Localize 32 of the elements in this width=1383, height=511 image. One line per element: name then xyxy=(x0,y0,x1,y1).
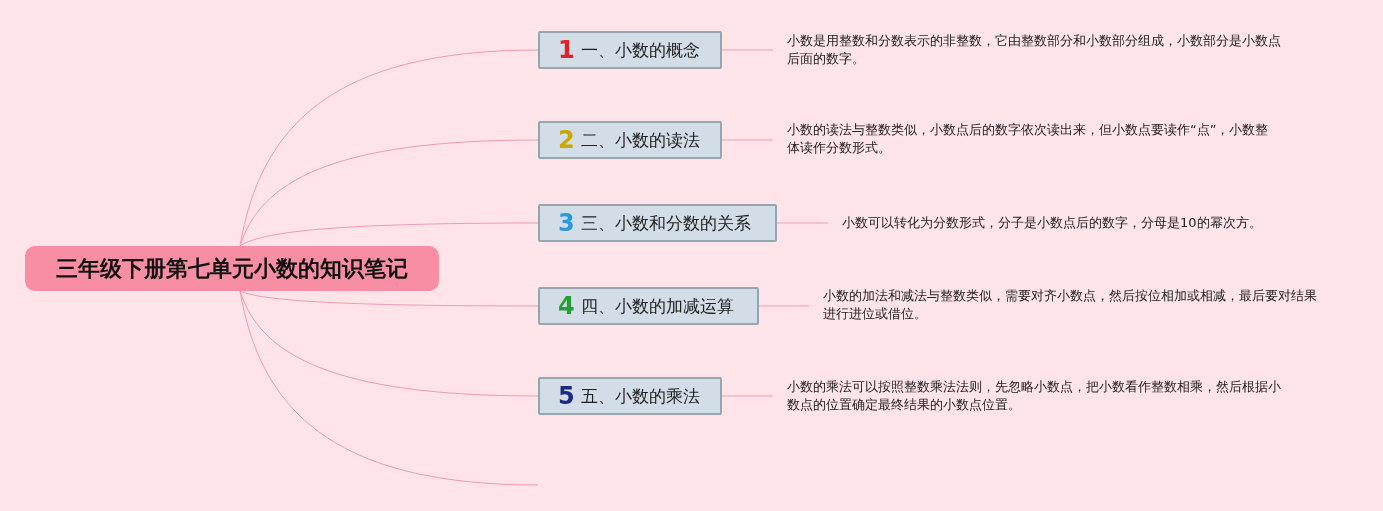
connector-line xyxy=(239,290,539,397)
connector-line xyxy=(239,222,539,247)
note-text: 小数的读法与整数类似，小数点后的数字依次读出来，但小数点要读作“点”，小数整体读作分数形式。 xyxy=(773,121,1281,157)
connector-line xyxy=(758,305,810,307)
topic-text: 一、小数的概念 xyxy=(580,38,700,62)
topic-box xyxy=(538,31,722,69)
connector-line xyxy=(721,49,774,51)
number-marker: 2 xyxy=(558,128,575,152)
topic-box xyxy=(538,287,759,325)
topic-text: 二、小数的读法 xyxy=(580,128,700,152)
connector-line xyxy=(776,222,829,224)
number-marker: 5 xyxy=(558,384,575,408)
note-text: 小数可以转化为分数形式，分子是小数点后的数字，分母是10的幂次方。 xyxy=(828,214,1308,232)
topic-text: 三、小数和分数的关系 xyxy=(580,211,751,235)
connector-line xyxy=(239,139,539,247)
central-topic-box xyxy=(25,246,439,291)
number-marker: 4 xyxy=(558,294,575,318)
note-text: 小数是用整数和分数表示的非整数，它由整数部分和小数部分组成，小数部分是小数点后面的数字。 xyxy=(773,32,1281,68)
note-text: 小数的加法和减法与整数类似，需要对齐小数点，然后按位相加或相减，最后要对结果进行进位或借位。 xyxy=(809,287,1317,323)
topic-text: 四、小数的加减运算 xyxy=(580,294,734,318)
note-text: 小数的乘法可以按照整数乘法法则，先忽略小数点，把小数看作整数相乘，然后根据小数点的位置确定最终结果的小数点位置。 xyxy=(773,378,1281,414)
connector-line xyxy=(239,290,539,486)
central-topic-text: 三年级下册第七单元小数的知识笔记 xyxy=(56,254,408,283)
topic-text: 五、小数的乘法 xyxy=(580,384,700,408)
connector-line xyxy=(239,290,539,307)
connector-line xyxy=(721,139,774,141)
connector-line xyxy=(721,395,774,397)
topic-box xyxy=(538,121,722,159)
number-marker: 1 xyxy=(558,38,575,62)
topic-box xyxy=(538,377,722,415)
number-marker: 3 xyxy=(558,211,575,235)
topic-box xyxy=(538,204,777,242)
